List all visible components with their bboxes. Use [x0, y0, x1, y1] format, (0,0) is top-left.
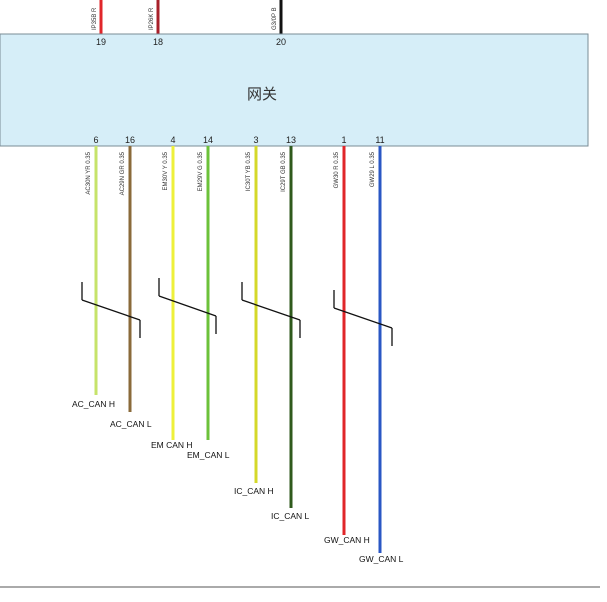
twist-marker-4	[333, 290, 393, 346]
top-pin-number-18: 18	[153, 37, 163, 47]
gateway-module-label: 网关	[247, 85, 277, 103]
signal-label-6: AC_CAN H	[72, 399, 115, 409]
signal-label-14: EM_CAN L	[187, 450, 230, 460]
gateway-module-box	[0, 33, 589, 147]
twist-marker-2	[158, 278, 217, 334]
pin-number-11: 11	[375, 135, 384, 145]
wire-code-16: AC29N GR 0.35	[120, 151, 126, 195]
twist-marker-3	[241, 282, 301, 338]
top-pin-number-19: 19	[96, 37, 106, 47]
wire-code-14: EM29V G 0.35	[198, 151, 204, 191]
top-wire-group	[99, 0, 283, 34]
signal-label-3: IC_CAN H	[234, 486, 274, 496]
wire-code-4: EM30V Y 0.35	[163, 151, 169, 190]
top-wire-code-20: G3/0P B	[272, 7, 278, 30]
pin-number-3: 3	[253, 135, 258, 145]
wire-code-13: IC29T GB 0.35	[281, 151, 287, 192]
wire-code-3: IC30T YB 0.35	[246, 151, 252, 191]
wire-code-1: GW30 R 0.35	[334, 151, 340, 188]
signal-label-4: EM CAN H	[151, 440, 193, 450]
pin-number-13: 13	[286, 135, 296, 145]
wire-code-11: GW29 L 0.35	[370, 151, 376, 187]
pin-number-1: 1	[341, 135, 346, 145]
signal-label-16: AC_CAN L	[110, 419, 152, 429]
top-wire-code-18: IP26K R	[149, 7, 155, 30]
top-pin-number-20: 20	[276, 37, 286, 47]
signal-label-13: IC_CAN L	[271, 511, 310, 521]
top-pin-labels: IP35B R 19 IP26K R 18 G3/0P B 20	[92, 7, 286, 47]
signal-label-1: GW_CAN H	[324, 535, 370, 545]
twist-marker-1	[81, 282, 141, 338]
pin-number-4: 4	[170, 135, 175, 145]
pin-number-14: 14	[203, 135, 213, 145]
signal-label-11: GW_CAN L	[359, 554, 404, 564]
twisted-pair-markers	[81, 278, 393, 346]
wire-code-6: AC30N YR 0.35	[86, 151, 92, 194]
pin-number-16: 16	[125, 135, 135, 145]
top-wire-code-19: IP35B R	[92, 7, 98, 30]
pin-number-6: 6	[93, 135, 98, 145]
